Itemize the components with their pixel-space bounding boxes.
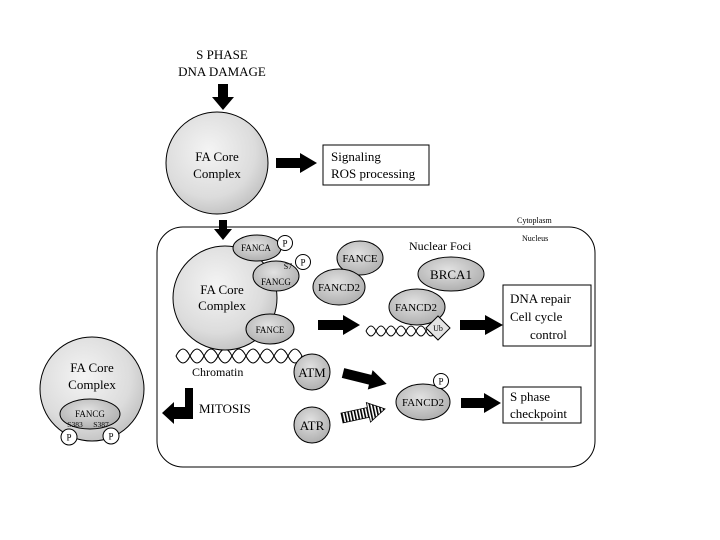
fance-subunit-on-core: FANCE (245, 313, 295, 345)
fancd2-phosphorylated: FANCD2 (395, 383, 451, 421)
fancg-subunit: FANCG S7 (252, 260, 300, 292)
dna-repair-line2: Cell cycle (510, 309, 563, 324)
atr-kinase: ATR (293, 406, 331, 444)
arrow-to-s-phase-checkpoint (461, 393, 501, 413)
s387-p-label: P (108, 432, 113, 442)
brca1: BRCA1 (417, 256, 485, 292)
atr-label: ATR (300, 418, 325, 433)
brca1-label: BRCA1 (430, 267, 472, 282)
mitotic-core-line2: Complex (68, 377, 116, 392)
cytoplasm-label: Cytoplasm (517, 216, 552, 225)
fancd2-phospho-label: FANCD2 (402, 397, 444, 409)
trigger-label: S PHASE DNA DAMAGE (178, 47, 266, 79)
signaling-line1: Signaling (331, 149, 381, 164)
fance-free: FANCE (336, 240, 384, 276)
s383-label: S383 (67, 420, 83, 429)
mitotic-fancg-label: FANCG (75, 409, 105, 419)
cytoplasm-fa-core-complex: FA Core Complex (165, 111, 269, 215)
trigger-line1: S PHASE (196, 47, 248, 62)
down-arrow-to-core (212, 84, 234, 110)
dna-repair-line1: DNA repair (510, 291, 572, 306)
fancg-phospho: P (295, 254, 311, 270)
arrow-to-nuclear-foci (318, 315, 360, 335)
dna-repair-line3: control (530, 327, 567, 342)
fancg-p-label: P (300, 258, 305, 268)
nucleus-label: Nucleus (522, 234, 548, 243)
fancg-label: FANCG (261, 277, 291, 287)
mitosis-label: MITOSIS (199, 401, 251, 416)
s387-phospho: P (102, 427, 120, 445)
fanca-phospho: P (277, 235, 293, 251)
fancd2-with-fance-label: FANCD2 (318, 282, 360, 294)
mitosis-arrow (162, 388, 193, 424)
s-phase-line2: checkpoint (510, 406, 567, 421)
fancd2-phospho-group: P (433, 373, 449, 389)
fancd2-foci: FANCD2 (388, 288, 446, 326)
chromatin-dna-helix (175, 348, 303, 364)
trigger-line2: DNA DAMAGE (178, 64, 266, 79)
s387-label: S387 (93, 420, 109, 429)
s-phase-checkpoint-box: S phase checkpoint (502, 386, 582, 424)
atr-activation-arrow-hatched (340, 402, 386, 424)
arrow-to-dna-repair (460, 315, 503, 335)
fanca-subunit: FANCA (232, 234, 282, 262)
fanca-p-label: P (282, 239, 287, 249)
atm-activation-arrow (341, 368, 387, 390)
chromatin-label: Chromatin (192, 365, 243, 379)
s383-p-label: P (66, 433, 71, 443)
cytoplasm-core-line2: Complex (193, 166, 241, 181)
nucleus-boundary (156, 226, 596, 468)
nuclear-core-line1: FA Core (200, 282, 244, 297)
atm-kinase: ATM (293, 353, 331, 391)
s7-label: S7 (284, 262, 292, 271)
fancd2-p-label: P (438, 377, 443, 387)
fance-core-label: FANCE (256, 325, 285, 335)
cytoplasm-core-line1: FA Core (195, 149, 239, 164)
s383-phospho: P (60, 428, 78, 446)
fanca-label: FANCA (241, 243, 271, 253)
nuclear-core-line2: Complex (198, 298, 246, 313)
fancd2-foci-label: FANCD2 (395, 302, 437, 314)
arrow-to-signaling (276, 153, 317, 173)
mitotic-fancg-subunit: FANCG S383 S387 (59, 398, 121, 430)
nuclear-foci-label: Nuclear Foci (409, 239, 472, 253)
down-arrow-to-nucleus (214, 220, 232, 240)
dna-repair-box: DNA repair Cell cycle control (502, 284, 592, 347)
ubiquitin-label: Ub (433, 324, 443, 333)
s-phase-line1: S phase (510, 389, 550, 404)
mitotic-core-line1: FA Core (70, 360, 114, 375)
ubiquitin-tag: Ub (425, 315, 451, 341)
foci-dna-helix (365, 325, 437, 337)
atm-label: ATM (298, 365, 326, 380)
fancd2-with-fance: FANCD2 (312, 268, 366, 306)
signaling-box: Signaling ROS processing (322, 144, 430, 186)
signaling-line2: ROS processing (331, 166, 416, 181)
fance-free-label: FANCE (342, 253, 378, 265)
